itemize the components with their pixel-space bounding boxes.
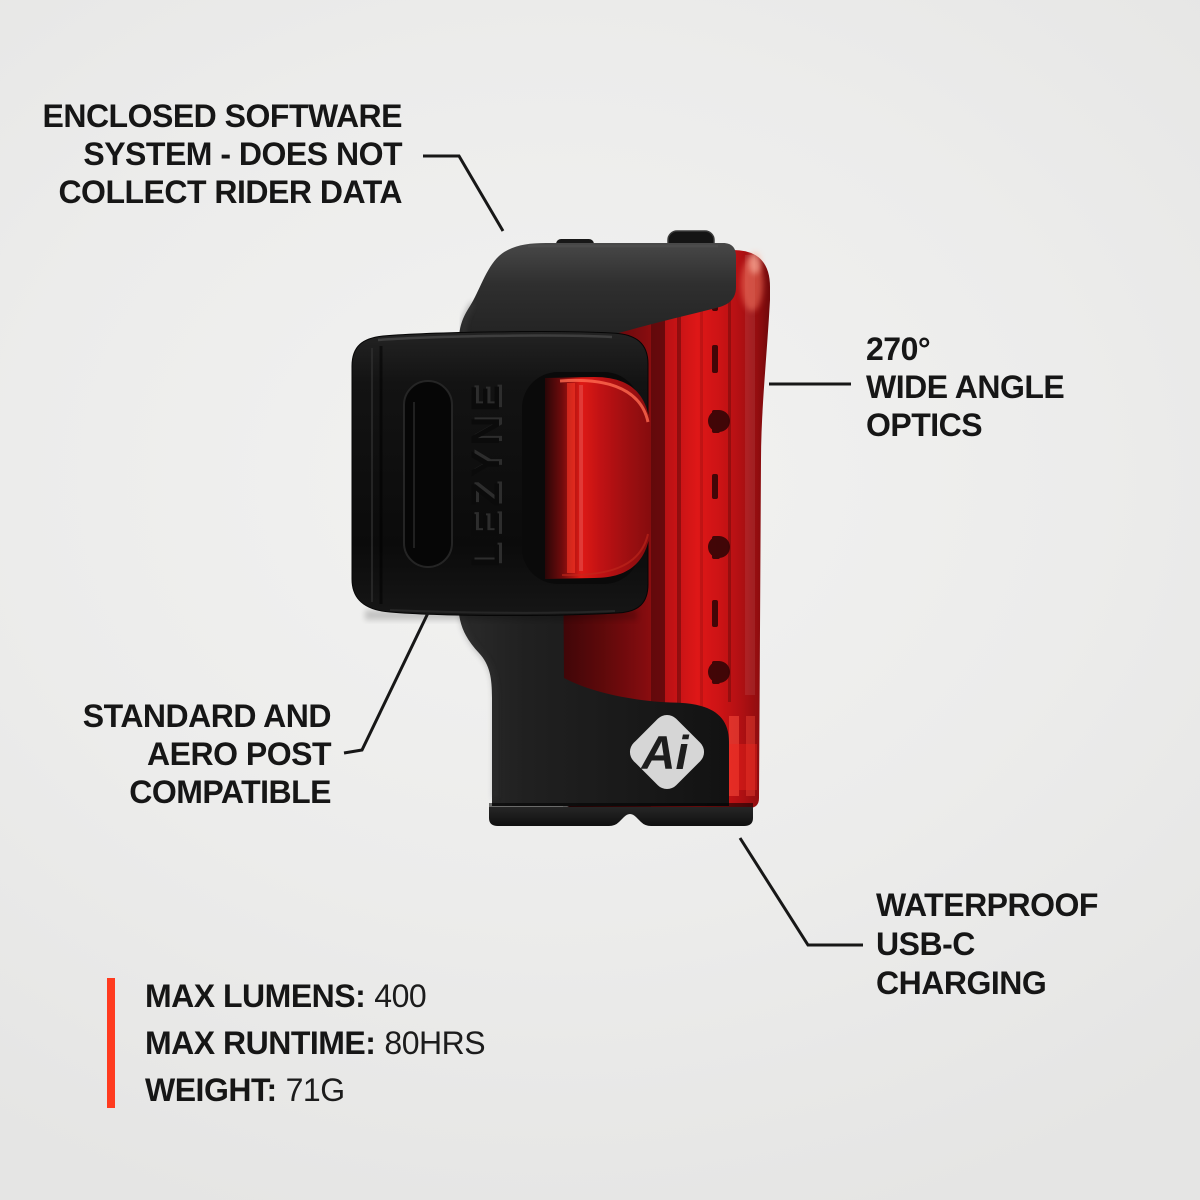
annotation-software: ENCLOSED SOFTWARE SYSTEM - DOES NOT COLL… — [42, 97, 402, 211]
brand-logo-vertical: LEZYNE LEZYNE — [464, 378, 511, 568]
spec-rows: MAX LUMENS:400 MAX RUNTIME:80HRS WEIGHT:… — [145, 978, 486, 1108]
annotation-mount-line2: AERO POST — [147, 736, 331, 772]
annotation-optics-line3: OPTICS — [866, 407, 983, 443]
strap-slot — [403, 380, 453, 568]
annotation-mount: STANDARD AND AERO POST COMPATIBLE — [82, 697, 332, 811]
annotation-mount-line3: COMPATIBLE — [129, 774, 331, 810]
annotation-charging: WATERPROOF USB-C CHARGING — [876, 886, 1098, 1003]
spec-value: 71G — [285, 1072, 345, 1108]
spec-accent-bar — [107, 978, 115, 1108]
annotation-software-line1: ENCLOSED SOFTWARE — [42, 98, 402, 134]
brand-logo-text-highlight: LEZYNE — [467, 378, 511, 566]
annotation-software-line2: SYSTEM - DOES NOT — [83, 136, 402, 172]
mount-strap: LEZYNE LEZYNE — [351, 331, 651, 617]
body-base — [489, 803, 753, 826]
spec-row-weight: WEIGHT:71G — [145, 1072, 485, 1108]
annotation-charging-line2: USB-C — [876, 926, 975, 962]
brand-logo-text: LEZYNE — [464, 380, 508, 568]
leader-lines — [343, 154, 863, 947]
ai-badge: Ai — [629, 714, 705, 790]
annotation-optics-line1: 270° — [866, 331, 931, 367]
annotation-charging-line1: WATERPROOF — [876, 887, 1098, 923]
ai-badge-text: Ai — [641, 726, 690, 779]
annotation-optics-line2: WIDE ANGLE — [866, 369, 1065, 405]
spec-row-lumens: MAX LUMENS:400 — [145, 978, 485, 1014]
spec-label: MAX RUNTIME: — [145, 1025, 376, 1061]
lens-pill — [545, 377, 651, 579]
leader-line-mount — [343, 612, 430, 755]
annotation-charging-line3: CHARGING — [876, 965, 1047, 1001]
strap-opening — [522, 372, 651, 584]
spec-list: MAX LUMENS:400 MAX RUNTIME:80HRS WEIGHT:… — [107, 978, 486, 1108]
spec-row-runtime: MAX RUNTIME:80HRS — [145, 1025, 486, 1061]
spec-label: WEIGHT: — [145, 1072, 277, 1108]
leader-line-software — [423, 154, 505, 232]
spec-value: 400 — [374, 978, 427, 1014]
spec-value: 80HRS — [384, 1025, 486, 1061]
leader-line-charging — [738, 837, 863, 947]
annotation-mount-line1: STANDARD AND — [82, 698, 332, 734]
annotation-optics: 270° WIDE ANGLE OPTICS — [866, 330, 1065, 444]
spec-label: MAX LUMENS: — [145, 978, 366, 1014]
annotation-software-line3: COLLECT RIDER DATA — [58, 174, 402, 210]
